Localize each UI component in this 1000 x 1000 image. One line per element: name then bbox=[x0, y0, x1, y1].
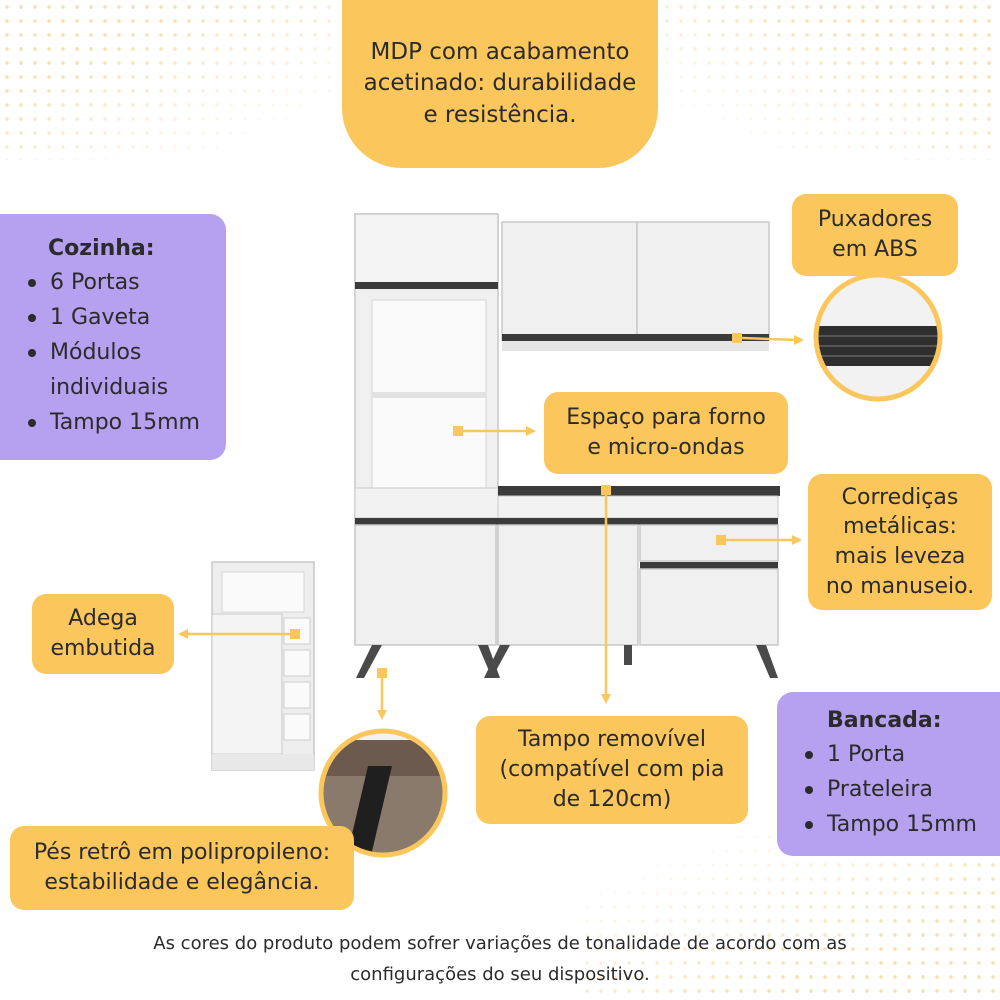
kitchen-cabinet bbox=[354, 213, 780, 678]
bancada-list: 1 Porta Prateleira Tampo 15mm bbox=[803, 737, 977, 842]
callout-mdp-line3: e resistência. bbox=[423, 101, 577, 128]
callout-mdp-line2: acetinado: durabilidade bbox=[363, 70, 637, 97]
callout-adega-line1: Adega bbox=[68, 606, 138, 632]
bancada-spec-panel: Bancada: 1 Porta Prateleira Tampo 15mm bbox=[777, 692, 1000, 856]
callout-puxadores: Puxadores em ABS bbox=[792, 194, 958, 276]
callout-pes-retro: Pés retrô em polipropileno: estabilidade… bbox=[10, 826, 354, 910]
bancada-title: Bancada: bbox=[827, 707, 942, 733]
callout-puxadores-line1: Puxadores bbox=[817, 207, 933, 233]
callout-pes-line2: estabilidade e elegância. bbox=[44, 870, 320, 895]
callout-adega-line2: embutida bbox=[50, 636, 156, 661]
callout-puxadores-line2: em ABS bbox=[832, 237, 918, 262]
color-disclaimer-line1: As cores do produto podem sofrer variaçõ… bbox=[153, 933, 847, 954]
color-disclaimer-line2: configurações do seu dispositivo. bbox=[350, 964, 650, 985]
color-disclaimer: As cores do produto podem sofrer variaçõ… bbox=[0, 928, 1000, 990]
callout-mdp-line1: MDP com acabamento bbox=[370, 39, 630, 66]
cozinha-item-continuation: individuais bbox=[50, 375, 169, 401]
callout-pes-line1: Pés retrô em polipropileno: bbox=[33, 840, 331, 866]
cozinha-item: Módulos bbox=[26, 335, 200, 370]
leg-detail-zoom bbox=[318, 728, 448, 858]
cozinha-item: 1 Gaveta bbox=[26, 300, 200, 335]
callout-mdp-finish: MDP com acabamento acetinado: durabilida… bbox=[342, 0, 658, 168]
callout-tampo: Tampo removível (compatível com pia de 1… bbox=[476, 716, 748, 824]
callout-corredicas: Corrediças metálicas: mais leveza no man… bbox=[808, 474, 992, 610]
cozinha-spec-panel: Cozinha: 6 Portas 1 Gaveta Módulos indiv… bbox=[0, 214, 226, 460]
wine-rack-unit bbox=[211, 561, 315, 771]
callout-corredicas-line2: metálicas: bbox=[843, 514, 957, 540]
callout-corredicas-line3: mais leveza bbox=[834, 544, 966, 569]
bancada-item: 1 Porta bbox=[803, 737, 977, 772]
callout-espaco-forno: Espaço para forno e micro-ondas bbox=[544, 392, 788, 474]
callout-adega: Adega embutida bbox=[32, 594, 174, 674]
cozinha-item: 6 Portas bbox=[26, 265, 200, 300]
bancada-item: Tampo 15mm bbox=[803, 807, 977, 842]
cozinha-item: Tampo 15mm bbox=[26, 405, 200, 440]
handle-detail-zoom bbox=[813, 272, 943, 402]
cozinha-title: Cozinha: bbox=[48, 235, 155, 261]
callout-tampo-line1: Tampo removível bbox=[518, 727, 706, 753]
callout-tampo-line2: (compatível com pia bbox=[499, 757, 725, 783]
callout-espaco-line1: Espaço para forno bbox=[566, 405, 766, 431]
callout-espaco-line2: e micro-ondas bbox=[587, 435, 745, 460]
bancada-item: Prateleira bbox=[803, 772, 977, 807]
callout-corredicas-line1: Corrediças bbox=[841, 484, 959, 510]
cozinha-list: 6 Portas 1 Gaveta Módulos individuais Ta… bbox=[26, 265, 200, 440]
callout-corredicas-line4: no manuseio. bbox=[825, 573, 975, 599]
pointer-arrows bbox=[178, 333, 804, 720]
callout-tampo-line3: de 120cm) bbox=[552, 786, 672, 812]
